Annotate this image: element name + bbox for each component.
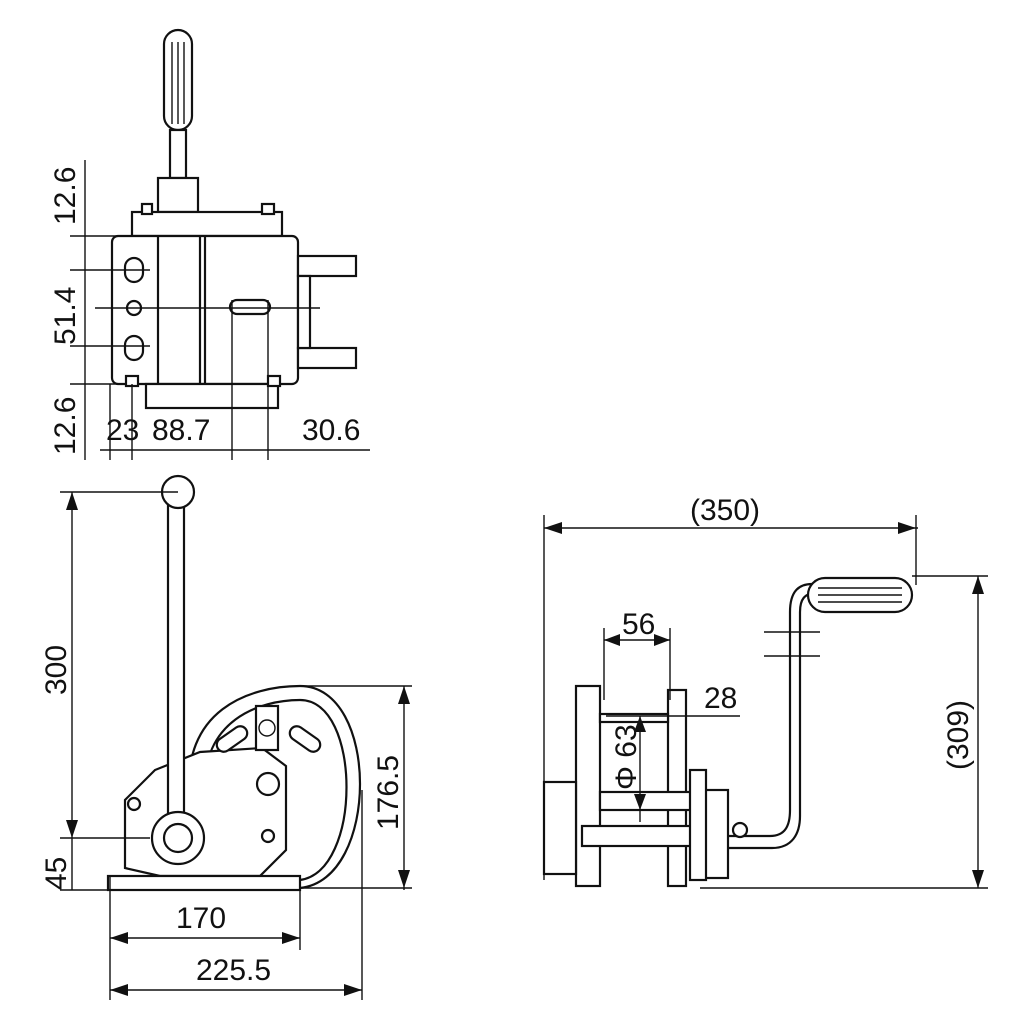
dim-slot-pitch: 51.4 (49, 287, 82, 345)
dim-frame-width: 56 (622, 608, 655, 641)
dim-base-width: 170 (176, 902, 226, 935)
dim-handle-height: 300 (40, 645, 73, 695)
dim-drum-width: 28 (704, 682, 737, 715)
dim-overall-height: (309) (942, 700, 975, 770)
dim-upper-offset: 12.6 (49, 167, 82, 225)
dim-overall-width: 225.5 (196, 954, 271, 987)
dim-lower-offset: 12.6 (49, 397, 82, 455)
dim-overall-length: (350) (690, 494, 760, 527)
front-view: (350) (309) 56 28 Φ 63 (542, 494, 988, 889)
dim-drum-height: 176.5 (372, 755, 405, 830)
dim-mid-width: 88.7 (152, 414, 210, 447)
dim-drum-diameter: Φ 63 (610, 724, 643, 790)
dim-left-width: 23 (106, 414, 139, 447)
top-view: 12.6 51.4 12.6 23 88.7 30.6 (49, 28, 370, 460)
dim-shaft-length: 30.6 (302, 414, 360, 447)
side-view: 300 45 176.5 170 225.5 (40, 474, 412, 1000)
dim-base-height: 45 (40, 857, 73, 890)
